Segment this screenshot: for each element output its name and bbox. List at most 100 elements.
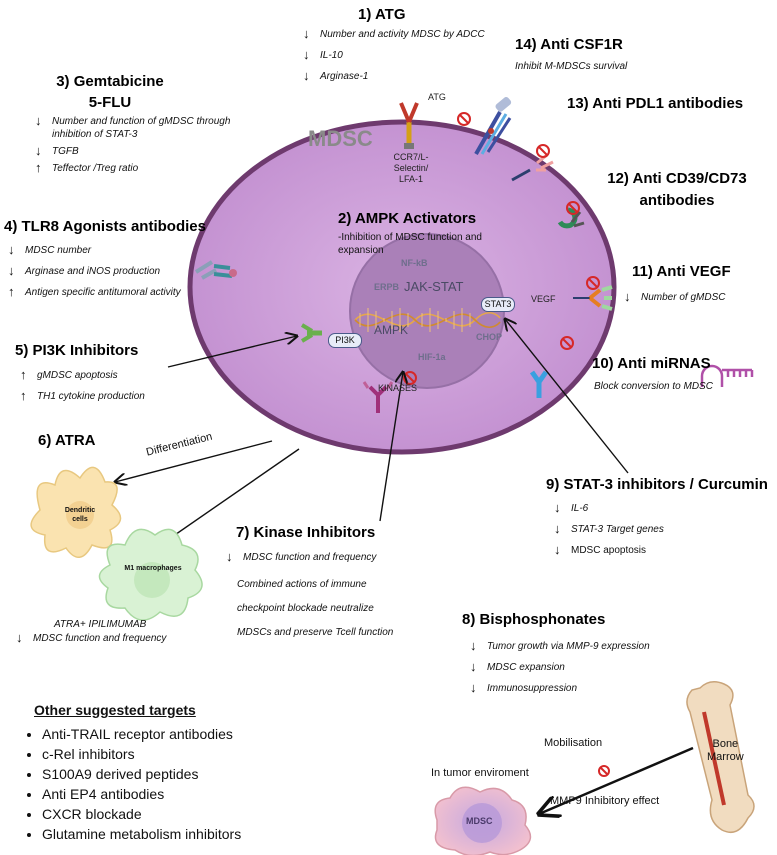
- ccr7-label: CCR7/L- Selectin/ LFA-1: [388, 152, 434, 185]
- bone-marrow-label: Bone Marrow: [707, 738, 744, 764]
- chop-label: CHOP: [476, 332, 503, 342]
- inhibit-cd39-icon: [536, 144, 550, 158]
- erpb-label: ERPB: [374, 282, 400, 292]
- csf1r-title: 14) Anti CSF1R: [515, 36, 623, 53]
- atg-title: 1) ATG: [358, 6, 406, 23]
- ampk-label: AMPK: [374, 323, 409, 337]
- tlr8-item: MDSC number: [8, 243, 228, 257]
- atg-antibody-label: ATG: [428, 92, 446, 102]
- jakstat-label: JAK-STAT: [404, 279, 464, 294]
- cd39-title: 12) Anti CD39/CD73 antibodies: [592, 170, 762, 209]
- other-targets-title: Other suggested targets: [34, 702, 196, 718]
- mirna-desc: Block conversion to MDSC: [594, 381, 713, 392]
- gem-title-line: 5-FLU: [88, 94, 132, 111]
- pi3k-list: gMDSC apoptosis TH1 cytokine production: [20, 368, 200, 411]
- arrow-atra-dendritic: [115, 440, 273, 482]
- kinases-label: KINASES: [378, 383, 418, 393]
- dna-helix: [354, 308, 501, 332]
- pi3k-title: 5) PI3K Inhibitors: [15, 342, 139, 359]
- ccr7-line: CCR7/L-: [393, 152, 429, 162]
- tumor-mdsc-label: MDSC: [466, 816, 493, 826]
- dendritic-label: Dendritic cells: [60, 506, 100, 524]
- bisph-item: Tumor growth via MMP-9 expression: [470, 639, 720, 653]
- gem-item: TGFB: [35, 144, 250, 158]
- dendritic-line: Dendritic: [64, 507, 96, 514]
- tlr8-item: Arginase and iNOS production: [8, 264, 228, 278]
- stat3-title: 9) STAT-3 inhibitors / Curcumin: [546, 476, 768, 493]
- other-target-item: c-Rel inhibitors: [42, 744, 342, 764]
- atra-list: MDSC function and frequency: [16, 631, 236, 653]
- kinase-title: 7) Kinase Inhibitors: [236, 524, 376, 541]
- macrophage-nucleus: [134, 562, 170, 598]
- vegf-list: Number of gMDSC: [624, 290, 764, 312]
- other-target-item: Anti-TRAIL receptor antibodies: [42, 724, 342, 744]
- cd39-title-line: antibodies: [639, 192, 715, 209]
- atg-list: Number and activity MDSC by ADCC IL-10 A…: [303, 27, 523, 91]
- dendritic-nucleus: [66, 501, 94, 529]
- atg-antibody-icon: [399, 102, 419, 149]
- vegf-receptor-icon: [573, 285, 613, 311]
- ccr7-line: LFA-1: [398, 174, 423, 184]
- hif-label: HIF-1a: [418, 352, 446, 362]
- stat3-item: MDSC apoptosis: [554, 543, 754, 557]
- bisph-title: 8) Bisphosphonates: [462, 611, 606, 628]
- bisph-item: MDSC expansion: [470, 660, 720, 674]
- tumor-env-label: In tumor enviroment: [431, 767, 529, 779]
- inhibit-pdl1-icon: [457, 112, 471, 126]
- arrow-pi3k: [167, 336, 297, 368]
- cd39-antibody-icon: [557, 207, 585, 229]
- gem-list: Number and function of gMDSC through inh…: [35, 114, 250, 179]
- vegf-label: VEGF: [531, 294, 556, 304]
- gem-item: Teffector /Treg ratio: [35, 161, 250, 175]
- pdl1-receptor-icon: [474, 97, 512, 155]
- kinase-text-line: Combined actions of immune: [237, 579, 367, 590]
- kinase-text-line: MDSCs and preserve Tcell function: [237, 627, 394, 638]
- atg-item: Arginase-1: [303, 69, 523, 83]
- ampk-desc: -Inhibition of MDSC function and expansi…: [338, 232, 482, 256]
- pi3k-receptor-icon: [300, 323, 322, 343]
- other-target-item: S100A9 derived peptides: [42, 764, 342, 784]
- tlr8-item: Antigen specific antitumoral activity: [8, 285, 228, 299]
- other-target-item: Anti EP4 antibodies: [42, 784, 342, 804]
- ccr7-line: Selectin/: [393, 163, 429, 173]
- cd39-title-line: 12) Anti CD39/CD73: [607, 170, 747, 187]
- csf1r-desc: Inhibit M-MDSCs survival: [515, 61, 628, 72]
- kinase-item: MDSC function and frequency: [226, 550, 446, 564]
- atra-item: MDSC function and frequency: [16, 631, 236, 645]
- mdsc-title: MDSC: [308, 126, 373, 151]
- inhibit-vegf-icon: [586, 276, 600, 290]
- arrow-atra-macrophage: [156, 448, 300, 548]
- bone-icon: [686, 681, 755, 833]
- vegf-item: Number of gMDSC: [624, 290, 764, 304]
- macrophage-label: M1 macrophages: [124, 565, 182, 572]
- other-target-item: CXCR blockade: [42, 804, 342, 824]
- bone-marrow-line: Marrow: [707, 751, 744, 763]
- tlr8-title: 4) TLR8 Agonists antibodies: [4, 218, 206, 235]
- atra-title: 6) ATRA: [38, 432, 96, 449]
- atg-item: IL-10: [303, 48, 523, 62]
- gem-title-line: 3) Gemtabicine: [56, 73, 164, 90]
- nfkb-label: NF-kB: [401, 258, 428, 268]
- other-target-item: Glutamine metabolism inhibitors: [42, 824, 342, 844]
- vegf-title: 11) Anti VEGF: [632, 263, 731, 280]
- stat3-antibody-icon: [529, 370, 549, 398]
- pi3k-pill: PI3K: [328, 333, 362, 348]
- inhibit-cd73-icon: [566, 201, 580, 215]
- tumor-icon: [434, 786, 532, 855]
- mmp9-label: MMP9 Inhibitory effect: [550, 795, 660, 807]
- mirna-title: 10) Anti miRNAS: [592, 355, 711, 372]
- arrow-kinase: [379, 372, 403, 522]
- stat3-item: STAT-3 Target genes: [554, 522, 754, 536]
- bisph-item: Immunosuppression: [470, 681, 720, 695]
- mobilisation-label: Mobilisation: [544, 737, 603, 749]
- kinase-antibody-icon: [362, 381, 394, 413]
- gem-item: Number and function of gMDSC through inh…: [35, 114, 250, 141]
- inhibit-mmp9-icon: [598, 765, 610, 777]
- inhibit-stat3-icon: [560, 336, 574, 350]
- ampk-title: 2) AMPK Activators: [338, 210, 477, 227]
- mirna-icon: [700, 364, 754, 387]
- atg-item: Number and activity MDSC by ADCC: [303, 27, 523, 41]
- bisph-list: Tumor growth via MMP-9 expression MDSC e…: [470, 639, 720, 703]
- kinase-text: Combined actions of immune checkpoint bl…: [237, 573, 393, 645]
